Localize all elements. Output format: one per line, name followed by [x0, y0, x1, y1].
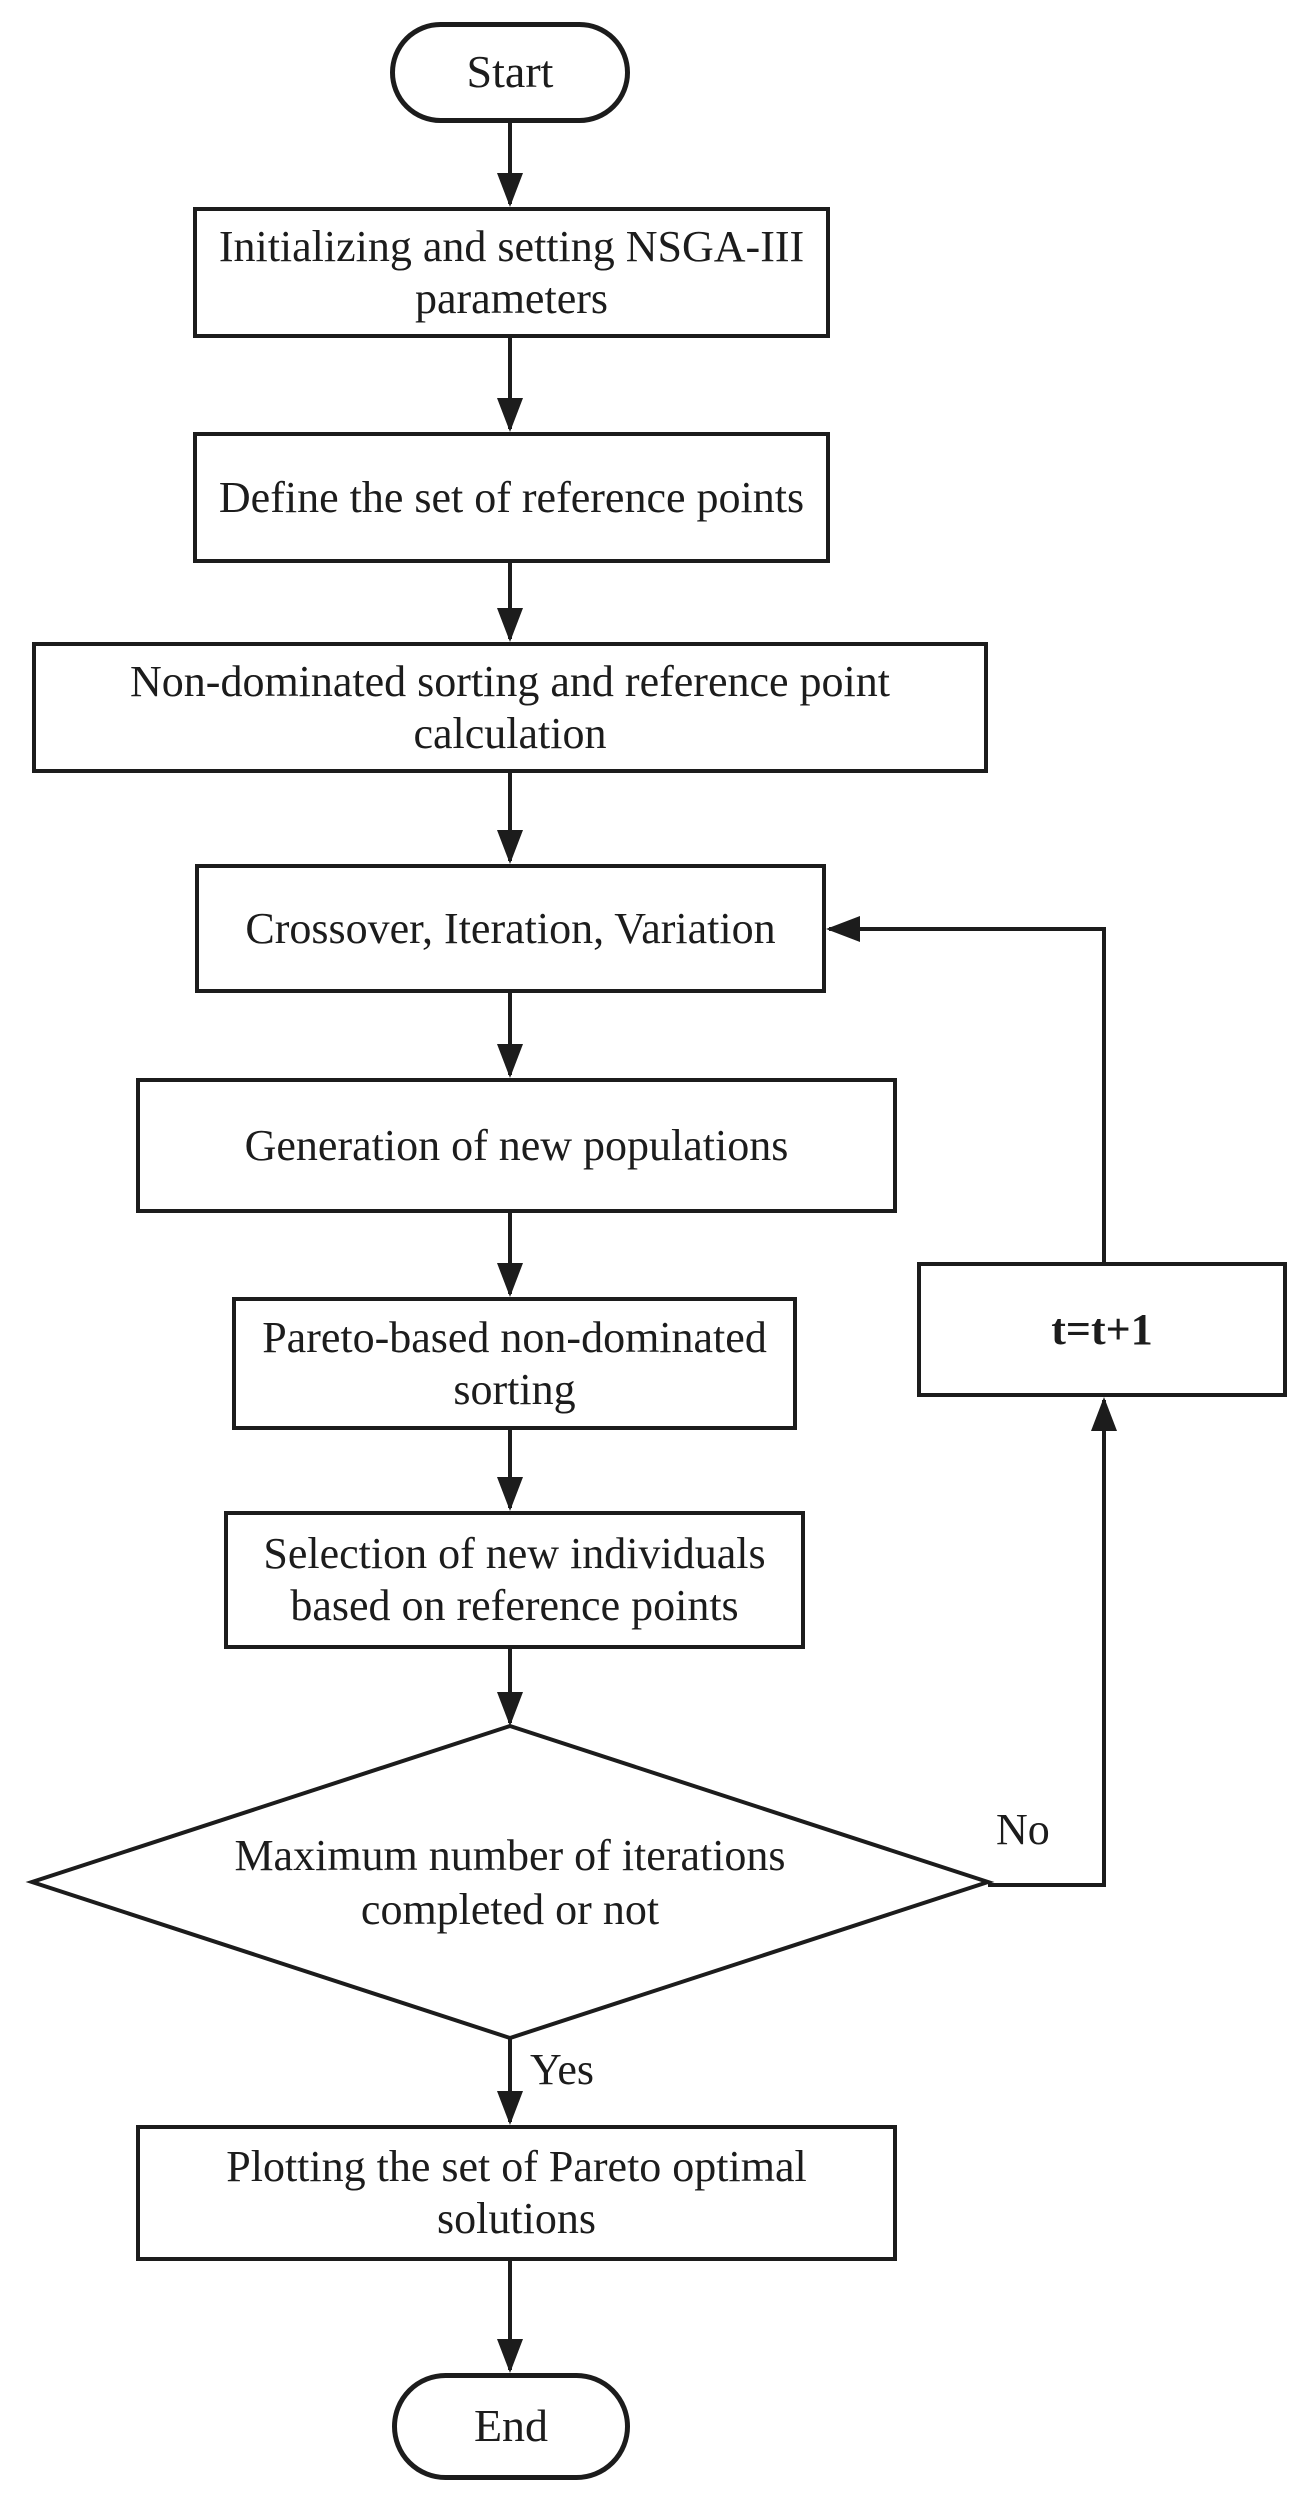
process-crossover-iteration-variation: Crossover, Iteration, Variation	[195, 864, 826, 993]
edge-label-yes: Yes	[530, 2045, 595, 2094]
process-plotting-pareto-solutions: Plotting the set of Pareto optimal solut…	[136, 2125, 897, 2261]
start-node: Start	[390, 22, 630, 123]
process-pareto-based-sorting: Pareto-based non-dominated sorting	[232, 1297, 797, 1430]
process-initializing-parameters: Initializing and setting NSGA-III parame…	[193, 207, 830, 338]
end-node: End	[392, 2373, 630, 2480]
process-increment-t: t=t+1	[917, 1262, 1287, 1397]
process-nondominated-sorting: Non-dominated sorting and reference poin…	[32, 642, 988, 773]
process-selection-new-individuals: Selection of new individuals based on re…	[224, 1511, 805, 1649]
edge-label-no: No	[996, 1805, 1050, 1854]
decision-max-iterations: Maximum number of iterations completed o…	[234, 1830, 786, 1934]
process-generation-new-populations: Generation of new populations	[136, 1078, 897, 1213]
process-define-reference-points: Define the set of reference points	[193, 432, 830, 563]
